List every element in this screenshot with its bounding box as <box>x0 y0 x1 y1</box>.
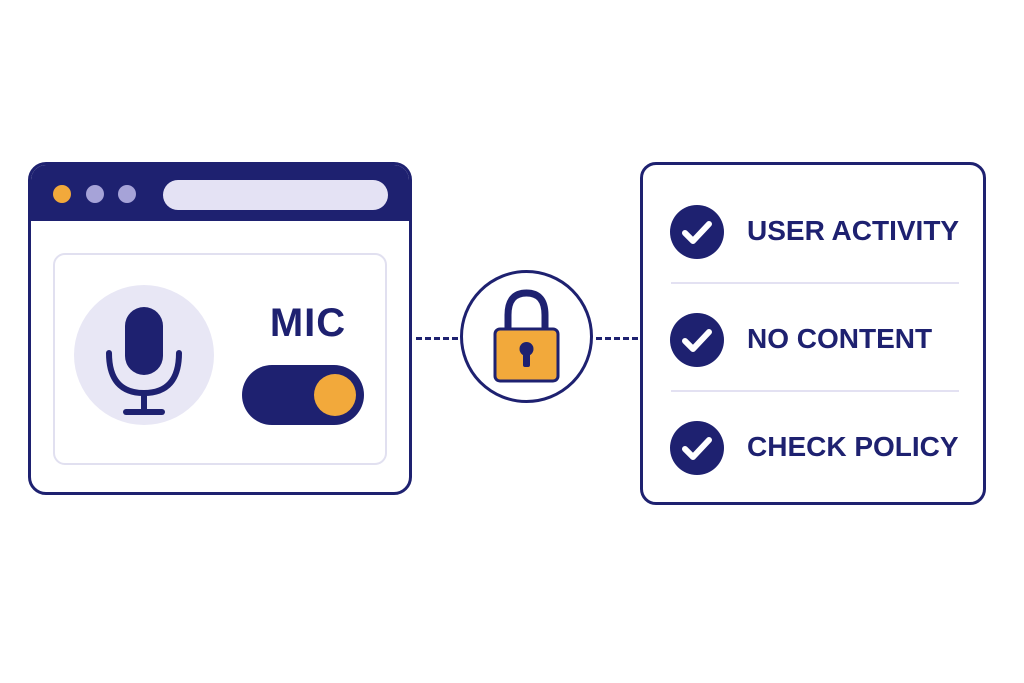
microphone-badge <box>74 285 214 425</box>
divider <box>671 390 959 392</box>
check-badge <box>670 313 724 367</box>
mic-settings-panel: MIC <box>53 253 387 465</box>
mic-toggle-switch[interactable] <box>242 365 364 425</box>
policy-item-user-activity: USER ACTIVITY <box>643 179 983 279</box>
check-icon <box>682 329 712 352</box>
toggle-knob[interactable] <box>314 374 356 416</box>
window-dot-lavender[interactable] <box>118 185 136 203</box>
browser-window: MIC <box>28 162 412 495</box>
mic-label: MIC <box>269 301 347 345</box>
window-dot-lavender[interactable] <box>86 185 104 203</box>
window-dot-orange[interactable] <box>53 185 71 203</box>
check-icon <box>682 437 712 460</box>
microphone-icon <box>106 307 182 415</box>
policy-label: CHECK POLICY <box>747 431 959 462</box>
address-bar[interactable] <box>163 180 388 210</box>
policy-label: NO CONTENT <box>747 323 933 354</box>
policy-item-check-policy: CHECK POLICY <box>643 395 983 495</box>
connector-left <box>416 337 458 340</box>
check-badge <box>670 421 724 475</box>
padlock-icon <box>493 289 560 383</box>
divider <box>671 282 959 284</box>
privacy-policy-card: USER ACTIVITY NO CONTENT CHECK POLICY <box>640 162 986 505</box>
check-icon <box>682 221 712 244</box>
check-badge <box>670 205 724 259</box>
policy-label: USER ACTIVITY <box>747 215 960 246</box>
window-title-bar <box>31 165 409 221</box>
connector-right <box>596 337 638 340</box>
policy-item-no-content: NO CONTENT <box>643 287 983 387</box>
lock-badge <box>460 270 593 403</box>
